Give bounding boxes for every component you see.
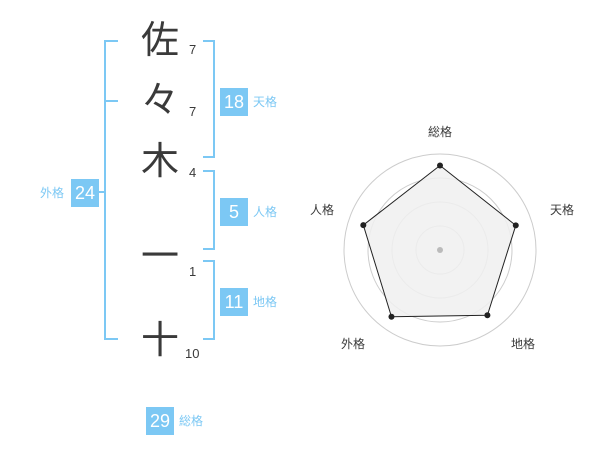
radar-axis-label-gaikaku: 外格	[341, 337, 366, 351]
radar-point-1	[512, 222, 519, 229]
chikaku-bracket-top	[203, 260, 215, 262]
soukaku-label: 総格	[179, 414, 204, 428]
radar-grid-ring	[343, 153, 537, 347]
tenkaku-bracket	[213, 40, 215, 158]
gaikaku-bracket-top	[104, 40, 118, 42]
soukaku-badge: 29	[146, 407, 174, 435]
tenkaku-bracket-top	[203, 40, 215, 42]
gaikaku-bracket	[104, 40, 106, 340]
radar-axis-label-tenkaku: 天格	[550, 203, 575, 217]
chikaku-bracket	[213, 260, 215, 340]
stroke-count-4: 1	[189, 264, 197, 279]
stroke-count-3: 4	[189, 165, 197, 180]
tenkaku-label: 天格	[253, 95, 278, 109]
radar-point-0	[437, 162, 443, 169]
chikaku-badge: 11	[220, 288, 248, 316]
jinkaku-bracket-top	[203, 170, 215, 172]
gaikaku-bracket-mid	[104, 100, 118, 102]
name-char-1: 佐	[140, 18, 179, 62]
gaikaku-bracket-bottom	[104, 338, 118, 340]
chikaku-bracket-bottom	[203, 338, 215, 340]
tenkaku-badge: 18	[220, 88, 248, 116]
name-char-2: 々	[140, 78, 179, 122]
stroke-count-5: 10	[185, 346, 200, 361]
radar-axis-label-chikaku: 地格	[511, 337, 536, 351]
jinkaku-bracket	[213, 170, 215, 250]
tenkaku-bracket-bottom	[203, 156, 215, 158]
radar-point-3	[388, 313, 395, 320]
radar-point-4	[360, 222, 367, 229]
name-char-4: 一	[140, 234, 179, 278]
gaikaku-bracket-connector	[98, 191, 106, 193]
radar-polygon	[362, 164, 517, 318]
jinkaku-badge: 5	[220, 198, 248, 226]
gaikaku-badge: 24	[71, 179, 99, 207]
name-char-5: 十	[140, 318, 179, 362]
chikaku-label: 地格	[253, 295, 278, 309]
name-char-3: 木	[140, 139, 179, 183]
stroke-count-2: 7	[189, 104, 197, 119]
radar-point-2	[484, 312, 491, 319]
radar-axis-label-soukaku: 総格	[428, 125, 453, 139]
gaikaku-label: 外格	[40, 186, 65, 200]
radar-axis-label-jinkaku: 人格	[310, 203, 335, 217]
jinkaku-label: 人格	[253, 205, 278, 219]
jinkaku-bracket-bottom	[203, 248, 215, 250]
radar-center-dot	[437, 247, 443, 253]
stroke-count-1: 7	[189, 42, 197, 57]
